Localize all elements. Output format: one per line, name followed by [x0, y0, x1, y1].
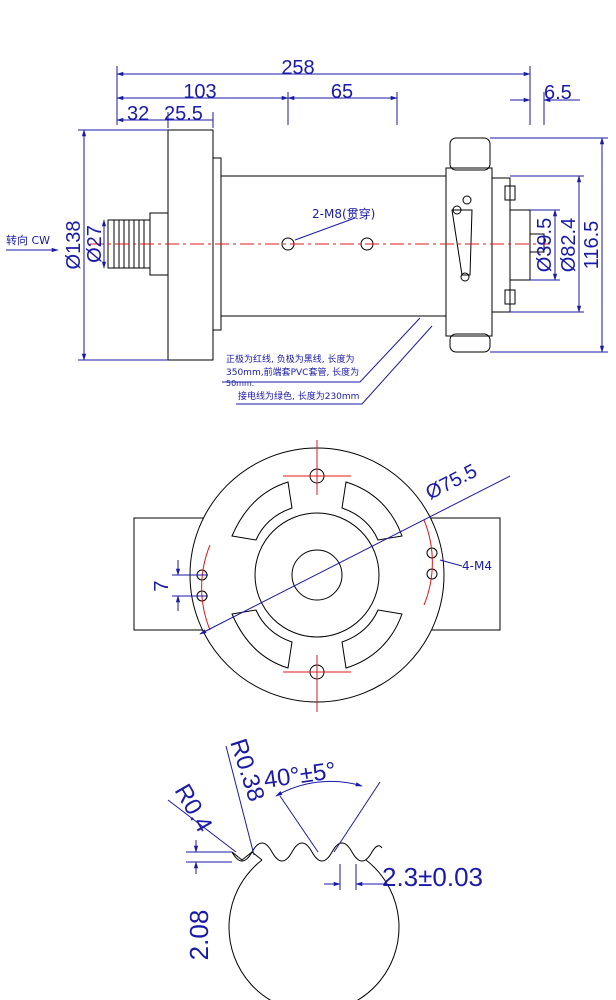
lead-note-line-3: 50mm. [226, 379, 254, 388]
dim-258: 258 [281, 57, 314, 79]
end-cap-top [449, 137, 491, 171]
brush-pin-left [452, 205, 462, 215]
end-view-bore [291, 549, 343, 601]
gear-circle [228, 859, 400, 1000]
dim-angle-40: 40°±5° [262, 757, 337, 794]
gear-teeth-wave [231, 842, 383, 862]
gear-tooth-profile [231, 851, 263, 861]
gear-detail [228, 842, 400, 1000]
bolt-circle-right [423, 519, 433, 606]
end-plate [491, 177, 511, 313]
end-view-dimension-lines [172, 475, 511, 635]
dim-32: 32 [127, 103, 149, 125]
brush-holder [451, 209, 473, 276]
dim-6-5: 6.5 [544, 82, 572, 104]
m4-hole-label: 4-M4 [462, 559, 492, 573]
motor-flange [167, 129, 214, 361]
dim-65: 65 [331, 81, 353, 103]
rear-shaft [529, 233, 545, 253]
dim-dia-138: Ø138 [63, 221, 85, 270]
dim-pitch: 2.3±0.03 [382, 862, 483, 892]
end-view-hub [254, 512, 380, 638]
dim-dia-27: Ø27 [84, 225, 106, 263]
ground-note: 接电线为绿色, 长度为230mm [238, 390, 359, 402]
bolt-circle-left [201, 544, 211, 631]
dim-103: 103 [183, 81, 216, 103]
dim-dia-82-4: Ø82.4 [558, 218, 580, 272]
mounting-hole-label: 2-M8(贯穿) [312, 206, 375, 221]
end-cap-bottom [449, 333, 491, 353]
slot-bottom-right [341, 609, 403, 669]
slot-bottom-left [231, 609, 293, 669]
motor-body [220, 175, 447, 317]
lead-note-line-2: 350mm,前端套PVC套管, 长度为 [226, 366, 359, 378]
top-view-dimension-lines [6, 66, 608, 405]
end-housing [445, 167, 493, 337]
lead-note-line-1: 正极为红线, 负极为黑线, 长度为 [226, 353, 354, 365]
dim-dia-75-5: Ø75.5 [422, 460, 481, 504]
dim-height-2-08: 2.08 [184, 910, 214, 961]
brush-pin-bottom [460, 272, 470, 282]
rear-screw-top [504, 185, 516, 201]
rear-boss [509, 209, 531, 281]
dim-7: 7 [151, 580, 173, 591]
brush-pin-top [462, 195, 472, 205]
gear-dimension-lines [167, 745, 386, 890]
dim-r04: R0.4 [169, 780, 218, 837]
dim-116-5: 116.5 [581, 221, 603, 270]
rear-screw-bottom [504, 289, 516, 305]
dim-25-5: 25.5 [164, 103, 203, 125]
motor-end-view [133, 440, 501, 712]
slot-top-left [231, 481, 293, 541]
rotation-label: 转向 CW [6, 233, 50, 247]
motor-side-view [90, 129, 550, 361]
slot-top-right [341, 481, 403, 541]
dim-dia-39-5: Ø39.5 [534, 218, 556, 272]
